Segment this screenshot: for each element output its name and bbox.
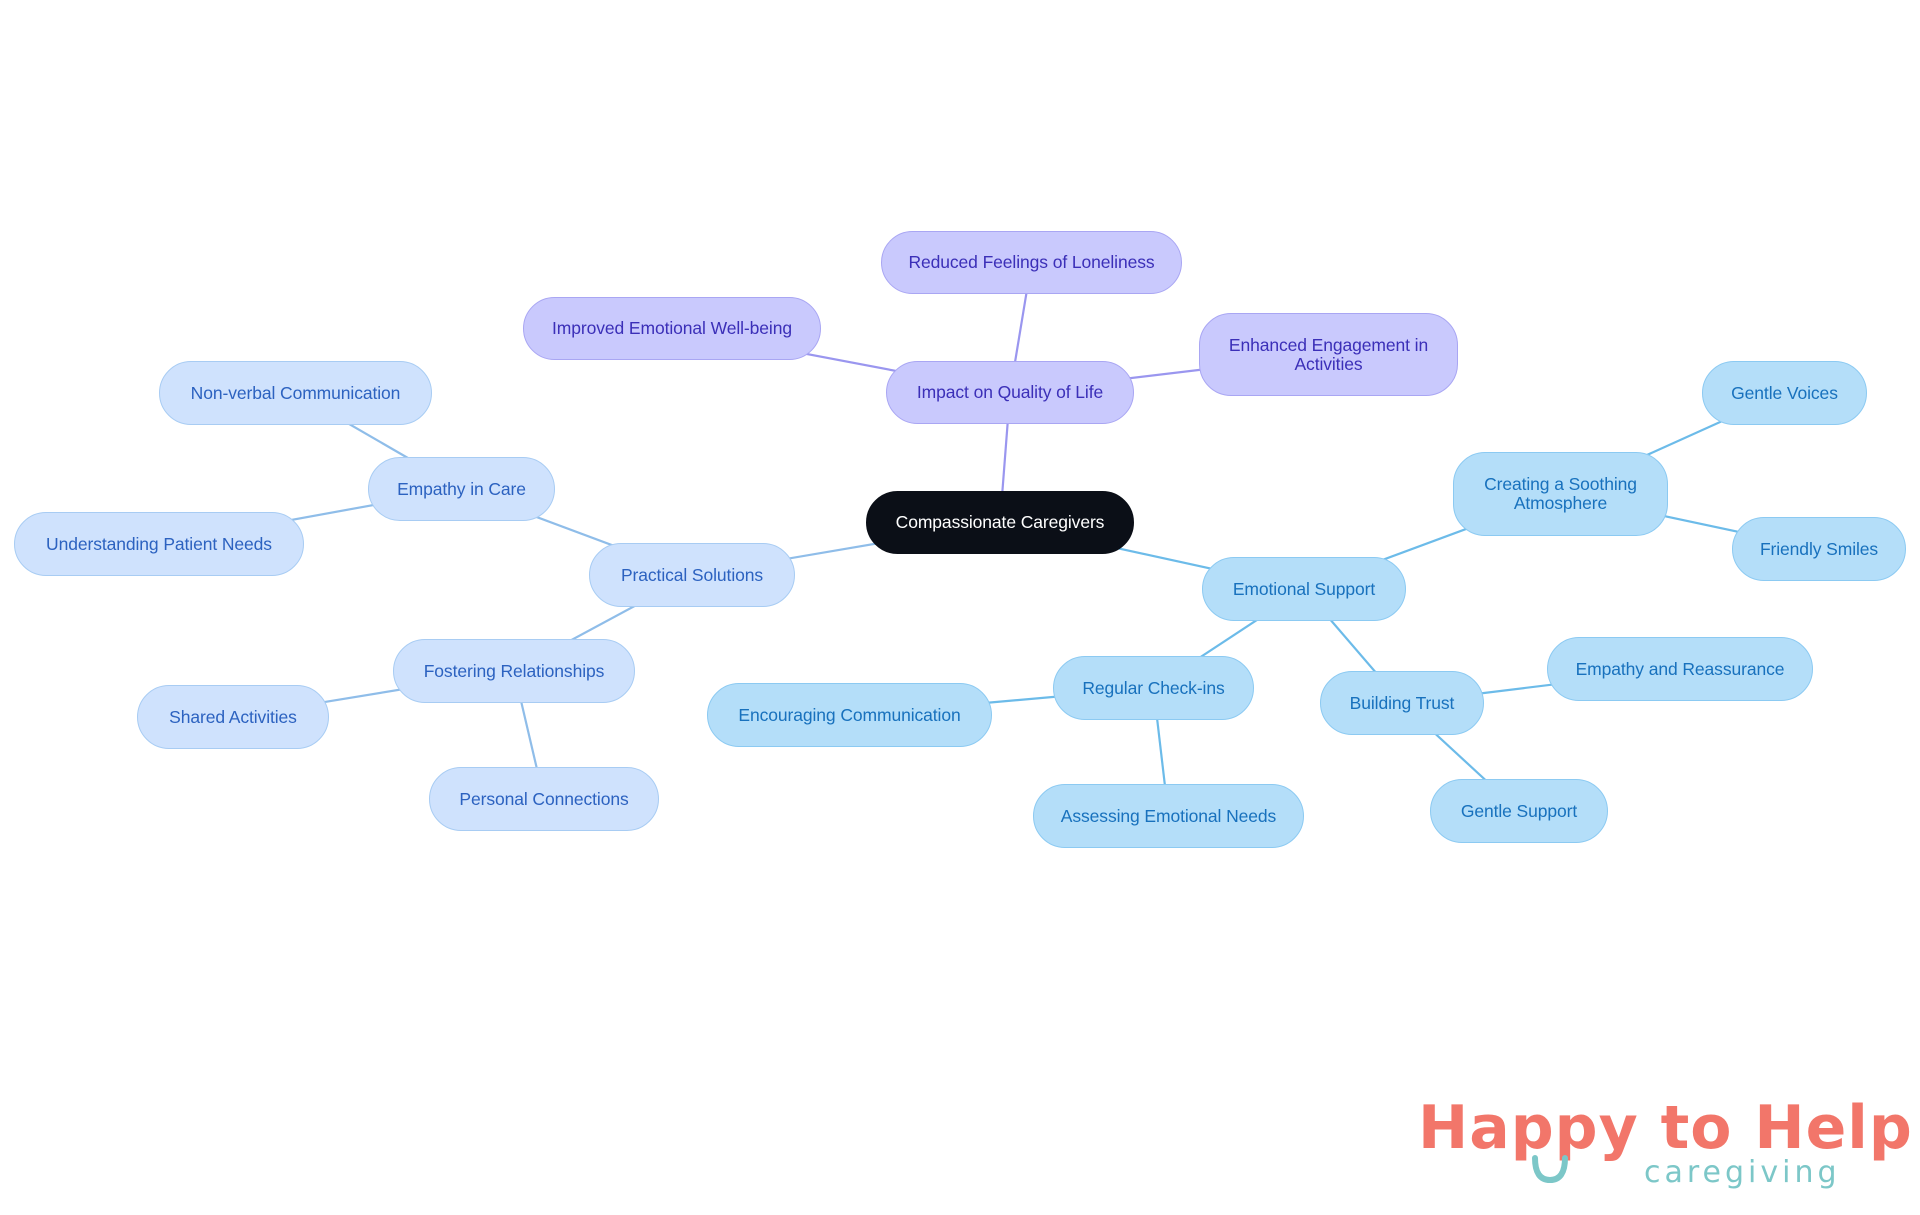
node-regular-check-ins[interactable]: Regular Check-ins [1053,656,1254,720]
node-gentle-voices[interactable]: Gentle Voices [1702,361,1867,425]
node-emotional-support[interactable]: Emotional Support [1202,557,1406,621]
node-assessing-emotional-needs[interactable]: Assessing Emotional Needs [1033,784,1304,848]
node-non-verbal-communication[interactable]: Non-verbal Communication [159,361,432,425]
node-personal-connections[interactable]: Personal Connections [429,767,659,831]
node-improved-emotional-well-being[interactable]: Improved Emotional Well-being [523,297,821,360]
node-practical-solutions[interactable]: Practical Solutions [589,543,795,607]
node-building-trust[interactable]: Building Trust [1320,671,1484,735]
node-understanding-patient-needs[interactable]: Understanding Patient Needs [14,512,304,576]
node-empathy-in-care[interactable]: Empathy in Care [368,457,555,521]
smile-icon [1532,1155,1568,1184]
logo-name: Happy to Help [1418,1093,1913,1163]
node-empathy-and-reassurance[interactable]: Empathy and Reassurance [1547,637,1813,701]
happy-to-help-logo: Happy to Help caregiving [1418,1098,1912,1198]
logo-tagline: caregiving [1644,1155,1841,1190]
root-node[interactable]: Compassionate Caregivers [866,491,1134,554]
node-shared-activities[interactable]: Shared Activities [137,685,329,749]
node-impact-on-quality-of-life[interactable]: Impact on Quality of Life [886,361,1134,424]
node-reduced-feelings-of-loneliness[interactable]: Reduced Feelings of Loneliness [881,231,1182,294]
node-enhanced-engagement-in-activities[interactable]: Enhanced Engagement in Activities [1199,313,1458,396]
node-creating-a-soothing-atmosphere[interactable]: Creating a Soothing Atmosphere [1453,452,1668,536]
node-gentle-support[interactable]: Gentle Support [1430,779,1608,843]
node-friendly-smiles[interactable]: Friendly Smiles [1732,517,1906,581]
node-fostering-relationships[interactable]: Fostering Relationships [393,639,635,703]
node-encouraging-communication[interactable]: Encouraging Communication [707,683,992,747]
